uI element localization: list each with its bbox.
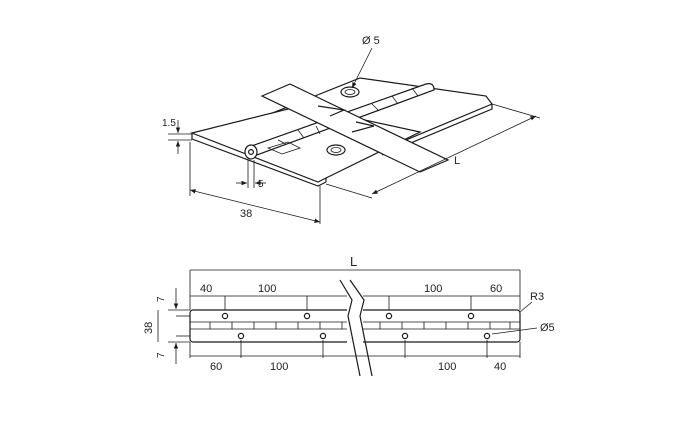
radius-label: R3 xyxy=(530,291,544,303)
mounting-hole-back xyxy=(340,86,360,98)
hole-diameter-label: Ø 5 xyxy=(362,35,380,47)
edge-top-label: 7 xyxy=(156,296,167,302)
hole-top-2 xyxy=(303,312,311,320)
plan-hole-label: Ø5 xyxy=(540,322,555,334)
mounting-holes xyxy=(221,312,491,340)
isometric-view: Ø 5 1.5 5 38 L xyxy=(162,35,541,224)
hole-top-3 xyxy=(385,312,393,320)
mounting-hole-front xyxy=(326,144,346,156)
plan-length-label: L xyxy=(350,254,357,269)
bottom-spacing-1: 60 xyxy=(210,361,222,373)
plan-width-label: 38 xyxy=(143,322,155,334)
plan-view: L 40 100 100 60 xyxy=(143,254,555,378)
hole-bottom-1 xyxy=(237,332,245,340)
bottom-spacing-3: 100 xyxy=(438,361,456,373)
thickness-label: 1.5 xyxy=(162,118,176,129)
top-spacing-3: 100 xyxy=(424,283,442,295)
knuckle-gap-label: 5 xyxy=(258,179,264,190)
top-spacing-1: 40 xyxy=(200,283,212,295)
length-label: L xyxy=(454,155,460,167)
break-line xyxy=(339,279,361,377)
hole-top-4 xyxy=(467,312,475,320)
top-spacing-2: 100 xyxy=(258,283,276,295)
hole-bottom-2 xyxy=(319,332,327,340)
edge-bottom-label: 7 xyxy=(156,352,167,358)
hole-bottom-3 xyxy=(401,332,409,340)
bottom-spacing-2: 100 xyxy=(270,361,288,373)
top-spacing-4: 60 xyxy=(490,283,502,295)
knuckle-segments xyxy=(209,322,511,329)
bottom-spacing-4: 40 xyxy=(494,361,506,373)
hole-top-1 xyxy=(221,312,229,320)
width-label: 38 xyxy=(240,208,252,220)
pin-end xyxy=(244,144,258,160)
hole-bottom-4 xyxy=(483,332,491,340)
